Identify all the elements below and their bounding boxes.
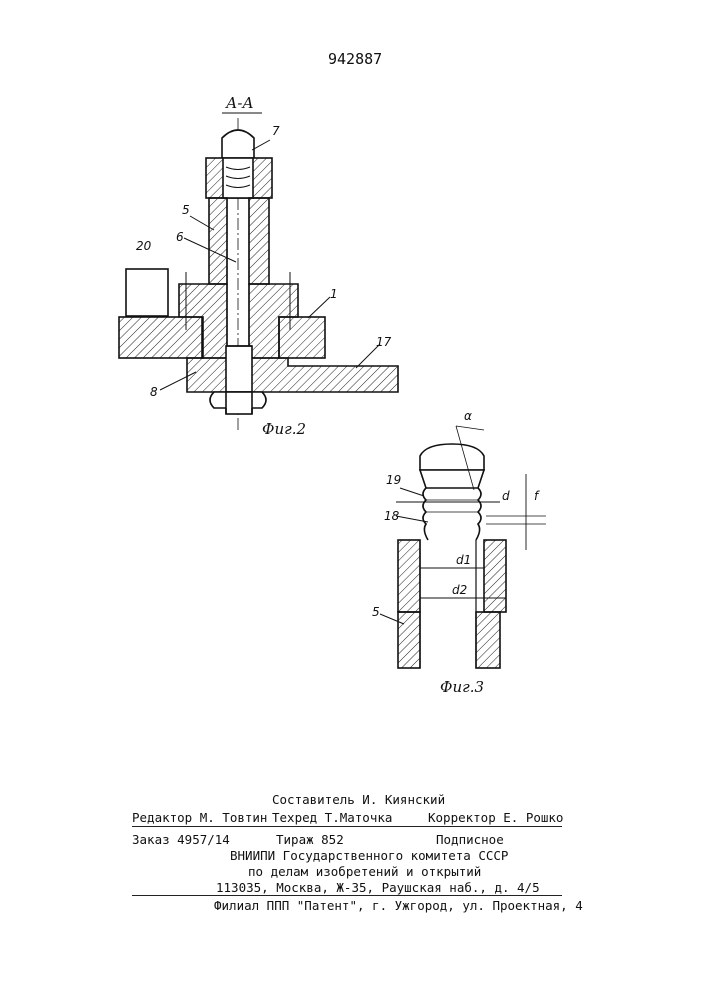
label-d2: d2	[452, 583, 467, 597]
sleeve-left-wall	[209, 198, 227, 284]
section-label: А-А	[225, 94, 254, 112]
sleeve-right-wall	[249, 198, 269, 284]
plunger-grooves	[423, 488, 481, 540]
label-8: 8	[150, 385, 158, 399]
editor-line: Редактор М. Товтин	[132, 810, 267, 825]
label-17: 17	[376, 335, 392, 349]
label-alpha: α	[464, 409, 472, 423]
label-d1: d1	[456, 553, 471, 567]
label-7: 7	[272, 124, 280, 138]
dim-alpha-a	[456, 426, 484, 430]
label-19: 19	[386, 473, 401, 487]
figure-2: А-А	[119, 94, 398, 438]
fig3-sleeve-left	[398, 540, 420, 612]
label-f: f	[534, 489, 540, 503]
figure-3: α 19 d f 18 d1 d2 5 Фиг.3	[372, 409, 546, 696]
plunger-head	[420, 444, 484, 470]
plate-left	[119, 317, 203, 358]
fig3-lower-left	[398, 612, 420, 668]
label-1: 1	[330, 287, 338, 301]
cap-dome	[222, 130, 254, 158]
base-part-8	[187, 358, 398, 392]
fig3-lower-right	[476, 612, 500, 668]
circulation-line: Тираж 852	[276, 832, 344, 847]
leader-1	[308, 297, 330, 318]
figure-2-caption: Фиг.2	[262, 420, 306, 438]
label-20: 20	[136, 239, 152, 253]
figure-3-caption: Фиг.3	[440, 678, 484, 696]
part-20	[126, 269, 168, 316]
label-18: 18	[384, 509, 400, 523]
org-line-1: ВНИИПИ Государственного комитета СССР	[230, 848, 508, 863]
fig3-sleeve-right	[484, 540, 506, 612]
label-5: 5	[182, 203, 190, 217]
divider-2	[132, 895, 562, 896]
label-d: d	[502, 489, 510, 503]
label-fig3-5: 5	[372, 605, 380, 619]
label-6: 6	[176, 230, 184, 244]
base-bore	[226, 346, 252, 392]
order-line: Заказ 4957/14	[132, 832, 230, 847]
leader-19	[400, 488, 424, 496]
subscription-line: Подписное	[436, 832, 504, 847]
compiler-line: Составитель И. Киянский	[272, 792, 445, 807]
org-line-2: по делам изобретений и открытий	[248, 864, 481, 879]
plunger-collar	[420, 470, 484, 488]
divider-1	[132, 826, 562, 827]
org-address: 113035, Москва, Ж-35, Раушская наб., д. …	[216, 880, 540, 895]
plate-right	[279, 317, 325, 358]
branch-line: Филиал ППП "Патент", г. Ужгород, ул. Про…	[214, 898, 583, 913]
bottom-nut-inner	[226, 392, 252, 414]
corrector-line: Корректор Е. Рошко	[428, 810, 563, 825]
techred-line: Техред Т.Маточка	[272, 810, 392, 825]
